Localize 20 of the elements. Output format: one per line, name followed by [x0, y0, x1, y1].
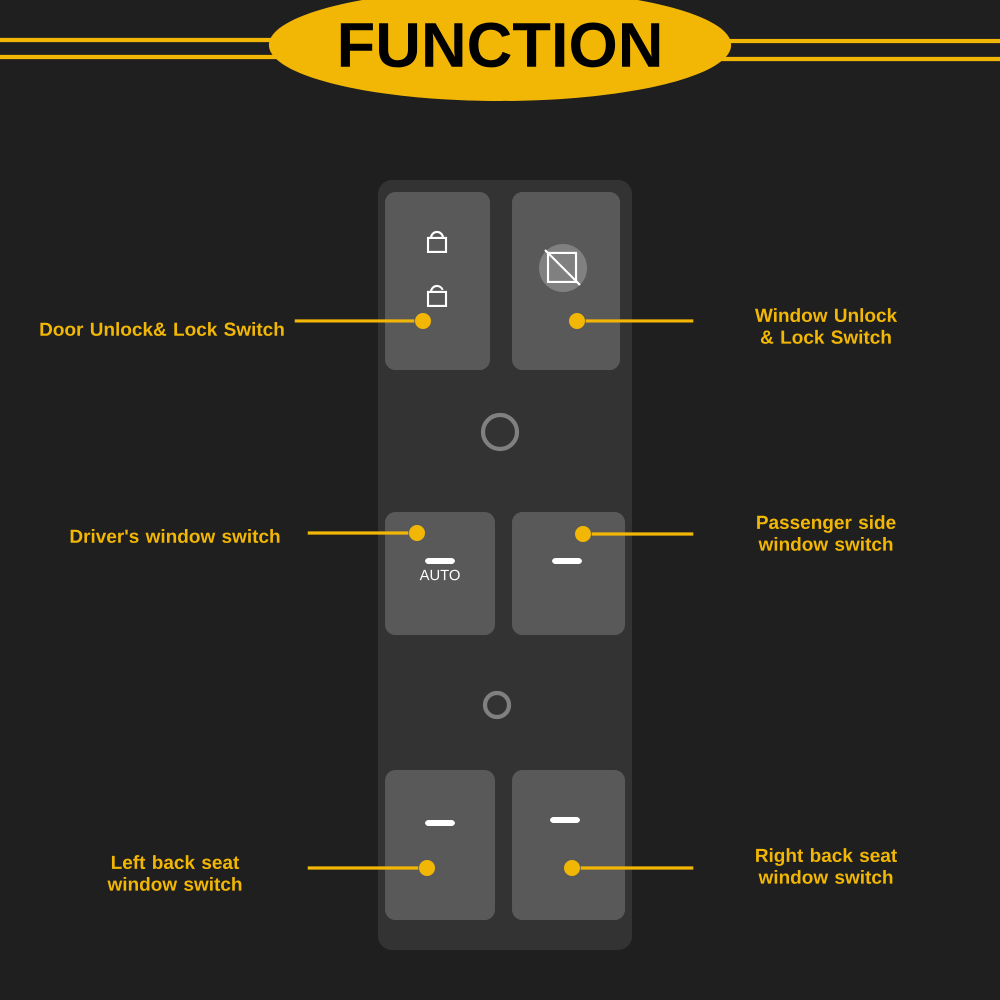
callout-label: Window Unlock & Lock Switch — [754, 308, 898, 344]
callout-label: Right back seat window switch — [756, 848, 897, 884]
leader-line — [294, 319, 414, 323]
leader-line — [580, 866, 694, 870]
callout-dot — [415, 312, 432, 329]
leader-line — [592, 532, 694, 536]
leader-line — [308, 531, 408, 535]
leader-line — [586, 319, 694, 323]
callout-dot — [419, 860, 435, 876]
callout-label: Passenger side window switch — [757, 515, 896, 551]
button-label: AUTO — [420, 570, 460, 580]
leader-line — [308, 866, 418, 870]
callout-label: Door Unlock& Lock Switch — [40, 322, 284, 336]
callout-label: Left back seat window switch — [107, 855, 242, 891]
callout-dot — [569, 312, 586, 329]
callout-dot — [409, 524, 425, 541]
callout-dot — [575, 526, 592, 542]
title-banner: FUNCTION — [268, 0, 732, 101]
callout-dot — [564, 860, 580, 876]
callout-label: Driver's window switch — [70, 529, 280, 543]
